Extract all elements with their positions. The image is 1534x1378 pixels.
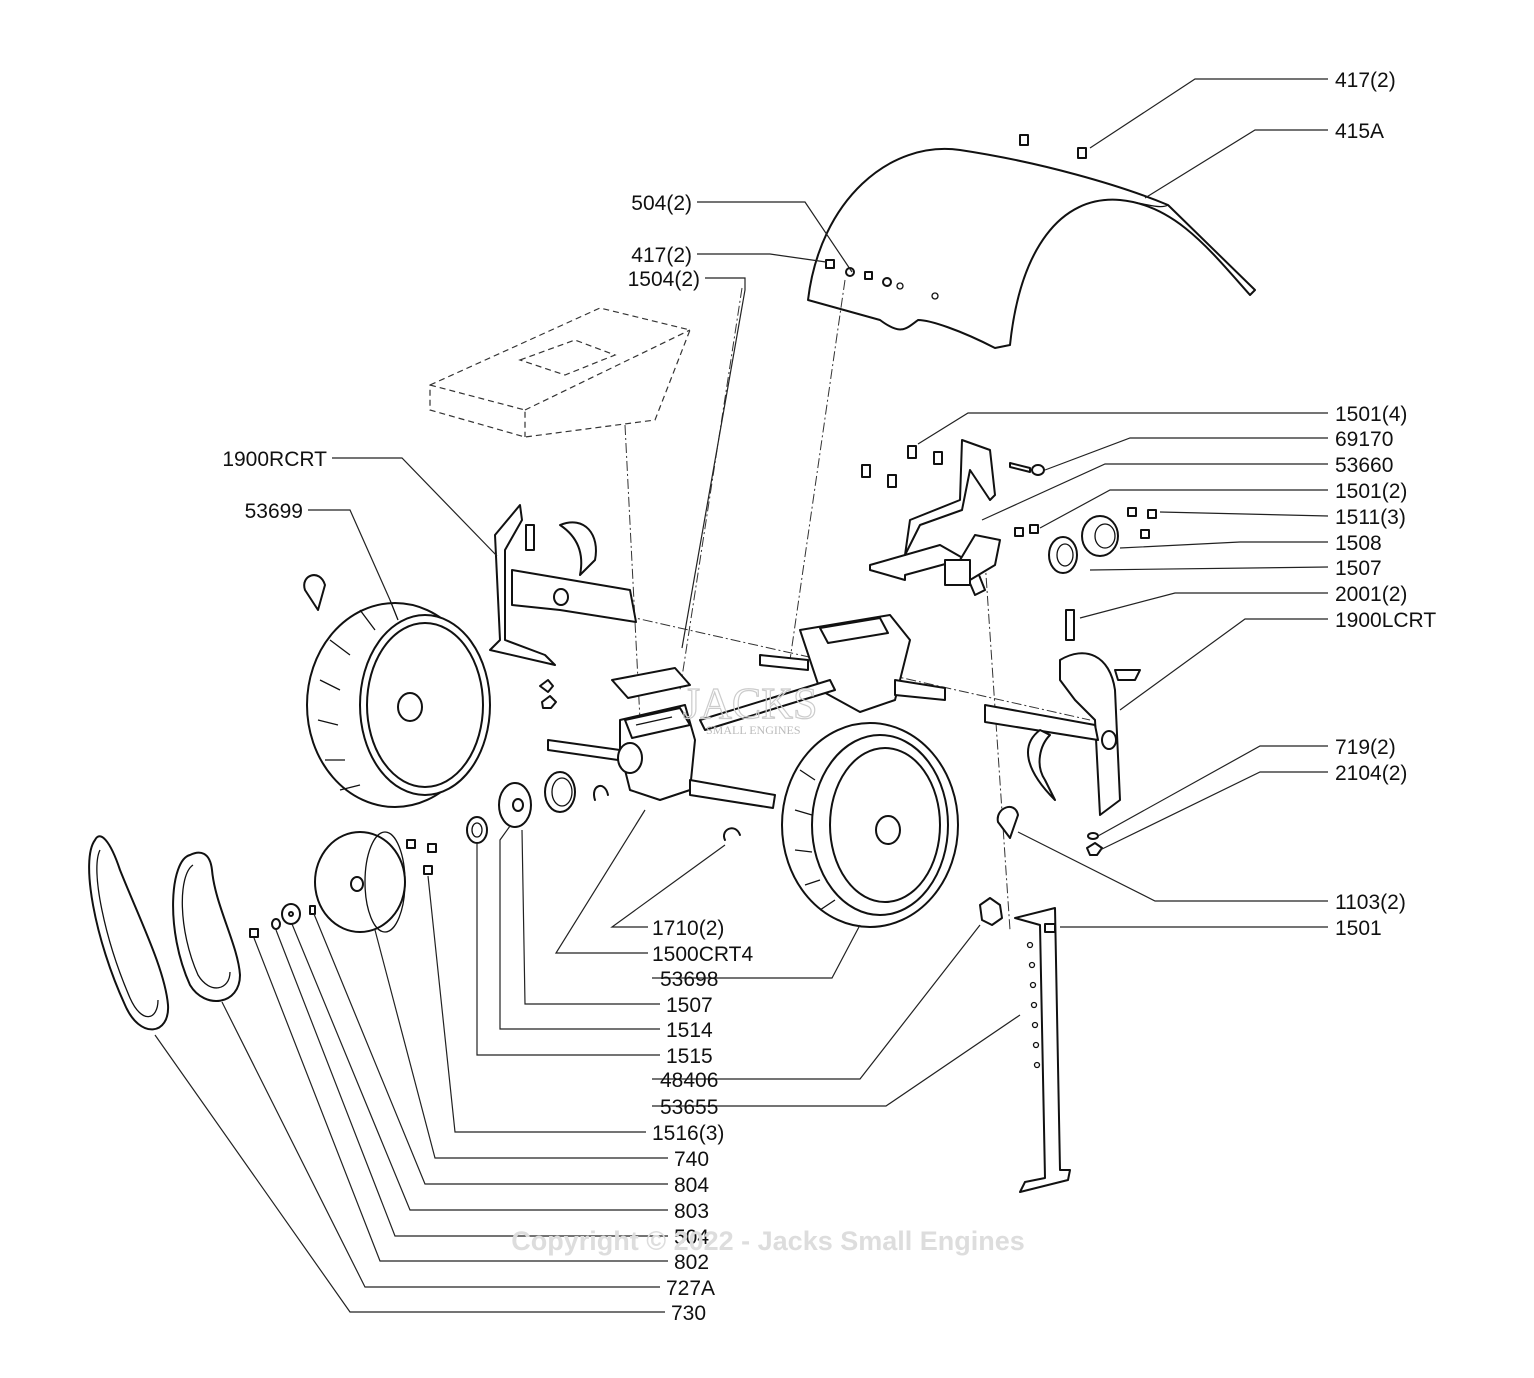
fender-415a xyxy=(807,147,1256,349)
pulley-740 xyxy=(314,831,406,933)
label-53660: 53660 xyxy=(1335,454,1393,477)
label-1900rcrt: 1900RCRT xyxy=(222,448,327,471)
label-415a: 415A xyxy=(1335,120,1384,143)
label-1508: 1508 xyxy=(1335,532,1382,555)
label-48406: 48406 xyxy=(660,1069,718,1092)
label-1507-bottom: 1507 xyxy=(666,994,713,1017)
label-2104-2: 2104(2) xyxy=(1335,762,1407,785)
label-1900lcrt: 1900LCRT xyxy=(1335,609,1436,632)
label-804: 804 xyxy=(674,1174,709,1197)
label-1501-right: 1501 xyxy=(1335,917,1382,940)
gearbox-1500crt4 xyxy=(547,614,946,809)
belt-727a xyxy=(172,851,241,1002)
label-1504-2: 1504(2) xyxy=(628,268,700,291)
part-labels: 417(2) 415A 504(2) 417(2) 1504(2) 1900RC… xyxy=(222,69,1436,1325)
label-1515: 1515 xyxy=(666,1045,713,1068)
label-1103-2: 1103(2) xyxy=(1335,891,1406,914)
label-504: 504 xyxy=(674,1226,709,1249)
wheel-53699 xyxy=(303,574,491,808)
belt-730 xyxy=(88,835,170,1031)
label-1507-right: 1507 xyxy=(1335,557,1382,580)
label-802: 802 xyxy=(674,1251,709,1274)
label-740: 740 xyxy=(674,1148,709,1171)
label-53699: 53699 xyxy=(245,500,303,523)
tine-1900lcrt xyxy=(984,652,1141,856)
wheel-53698 xyxy=(781,722,959,928)
bracket-53660 xyxy=(869,439,1001,596)
copyright-watermark: Copyright © 2022 - Jacks Small Engines xyxy=(511,1226,1025,1256)
hardware-icon xyxy=(249,839,437,938)
tine-1900rcrt xyxy=(489,504,637,709)
label-1501-4: 1501(4) xyxy=(1335,403,1407,426)
label-803: 803 xyxy=(674,1200,709,1223)
label-1516-3: 1516(3) xyxy=(652,1122,724,1145)
jacks-logo: JACKS SMALL ENGINES xyxy=(682,678,818,737)
label-1511-3: 1511(3) xyxy=(1335,506,1406,529)
frame-outline xyxy=(429,307,691,438)
label-727a: 727A xyxy=(666,1277,715,1300)
leader-lines xyxy=(154,78,1329,1313)
label-1710-2: 1710(2) xyxy=(652,917,724,940)
stand-53655 xyxy=(1014,907,1071,1193)
label-417-2: 417(2) xyxy=(631,244,692,267)
jacks-logo-sub: SMALL ENGINES xyxy=(706,723,801,737)
bolt-set-icon xyxy=(861,445,1157,641)
label-719-2: 719(2) xyxy=(1335,736,1396,759)
label-2001-2: 2001(2) xyxy=(1335,583,1407,606)
label-504-2: 504(2) xyxy=(631,192,692,215)
label-53698: 53698 xyxy=(660,968,718,991)
washer-icon xyxy=(466,771,741,844)
label-53655: 53655 xyxy=(660,1096,718,1119)
label-1501-2: 1501(2) xyxy=(1335,480,1407,503)
label-1500crt4: 1500CRT4 xyxy=(652,943,753,966)
jacks-logo-text: JACKS xyxy=(683,679,818,728)
label-1514: 1514 xyxy=(666,1019,713,1042)
label-69170: 69170 xyxy=(1335,428,1393,451)
label-417-2-top: 417(2) xyxy=(1335,69,1396,92)
knob-48406 xyxy=(979,897,1003,926)
label-730: 730 xyxy=(671,1302,706,1325)
